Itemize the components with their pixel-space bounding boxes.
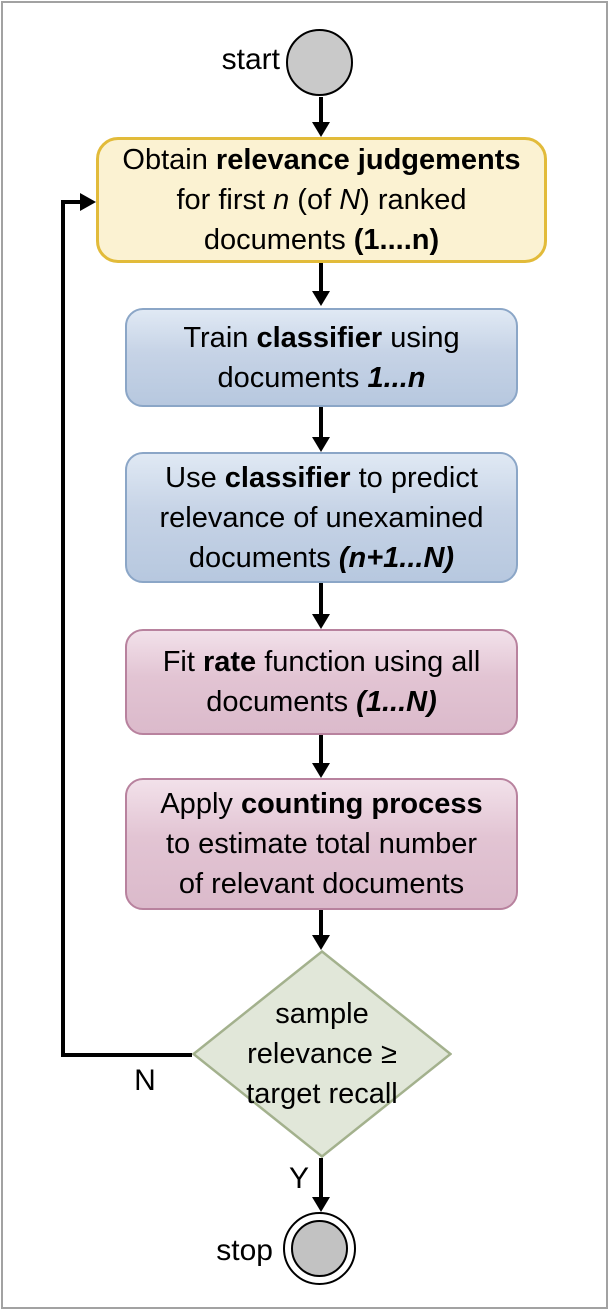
node-train-classifier: Train classifier using documents 1...n [125, 308, 518, 407]
text-segment: N [339, 184, 361, 216]
text-line: Obtain relevance judgements [122, 140, 520, 180]
text-segment: (1...N) [356, 686, 437, 718]
text-segment: classifier [256, 321, 383, 354]
text-segment: documents [203, 224, 354, 256]
text-segment: rate [202, 646, 257, 678]
text-line: Fit rate function using all [163, 642, 481, 682]
text-segment: Fit [162, 646, 203, 678]
text-segment: (1....n) [353, 224, 440, 256]
text-segment: Train [183, 321, 257, 354]
text-segment: Use [165, 461, 225, 494]
decision-text: sample relevance ≥ target recall [192, 950, 452, 1158]
node-use-classifier: Use classifier to predict relevance of u… [125, 452, 518, 583]
text-segment: counting process [240, 788, 483, 820]
node-fit-rate-function: Fit rate function using all documents (1… [125, 629, 518, 735]
arrow-obtain-to-train-icon [312, 263, 330, 306]
start-label: start [221, 43, 280, 76]
text-line: sample [275, 998, 369, 1030]
text-line: of relevant documents [179, 864, 464, 904]
stop-terminal-icon [283, 1212, 356, 1285]
node-obtain-relevance-judgements: Obtain relevance judgements for first n … [96, 137, 547, 263]
arrow-fit-to-count-icon [312, 735, 330, 778]
arrow-decision-to-stop-icon [312, 1158, 330, 1212]
text-segment: classifier [224, 461, 351, 494]
arrow-loop-to-obtain-icon [80, 193, 96, 211]
text-line: Use classifier to predict [165, 458, 478, 498]
text-segment: ) ranked [360, 184, 467, 216]
text-line: documents (1...N) [206, 682, 436, 722]
text-line: relevance of unexamined [159, 498, 483, 538]
text-line: relevance ≥ [247, 1038, 397, 1070]
text-segment: Obtain [122, 144, 216, 176]
start-terminal-icon [286, 29, 353, 96]
text-segment: (n+1...N) [338, 541, 455, 574]
text-line: Train classifier using [183, 318, 459, 358]
text-segment: documents [188, 541, 339, 574]
loop-line-vertical [61, 200, 65, 1057]
arrow-start-to-obtain-icon [312, 97, 330, 137]
arrow-use-to-fit-icon [312, 583, 330, 629]
text-segment: to predict [350, 461, 478, 494]
text-line: for first n (of N) ranked [176, 180, 466, 220]
text-segment: relevance judgements [215, 144, 521, 176]
text-segment: using [382, 321, 460, 354]
text-line: to estimate total number [166, 824, 477, 864]
node-apply-counting-process: Apply counting process to estimate total… [125, 778, 518, 910]
stop-terminal-inner-icon [291, 1220, 348, 1277]
text-segment: documents [217, 361, 368, 394]
arrow-count-to-decision-icon [312, 910, 330, 950]
loop-line-top [61, 200, 81, 204]
text-segment: for first [176, 184, 274, 216]
text-segment: 1...n [367, 361, 426, 394]
text-segment: relevance of unexamined [159, 501, 484, 534]
text-segment: documents [206, 686, 357, 718]
text-segment: function using all [256, 646, 481, 678]
text-segment: n [273, 184, 290, 216]
text-line: target recall [246, 1078, 398, 1110]
branch-yes-label: Y [288, 1162, 309, 1195]
text-line: documents (n+1...N) [189, 538, 454, 578]
branch-no-label: N [134, 1064, 156, 1097]
text-line: Apply counting process [160, 784, 482, 824]
text-line: documents 1...n [218, 358, 426, 398]
text-segment: (of [289, 184, 340, 216]
text-line: documents (1....n) [204, 220, 439, 260]
text-segment: to estimate total number [165, 828, 478, 860]
decision-diamond-shape [192, 950, 452, 1158]
arrow-train-to-use-icon [312, 407, 330, 452]
stop-label: stop [216, 1234, 273, 1267]
loop-line-bottom [61, 1053, 192, 1057]
text-segment: Apply [160, 788, 241, 820]
text-segment: of relevant documents [178, 868, 465, 900]
